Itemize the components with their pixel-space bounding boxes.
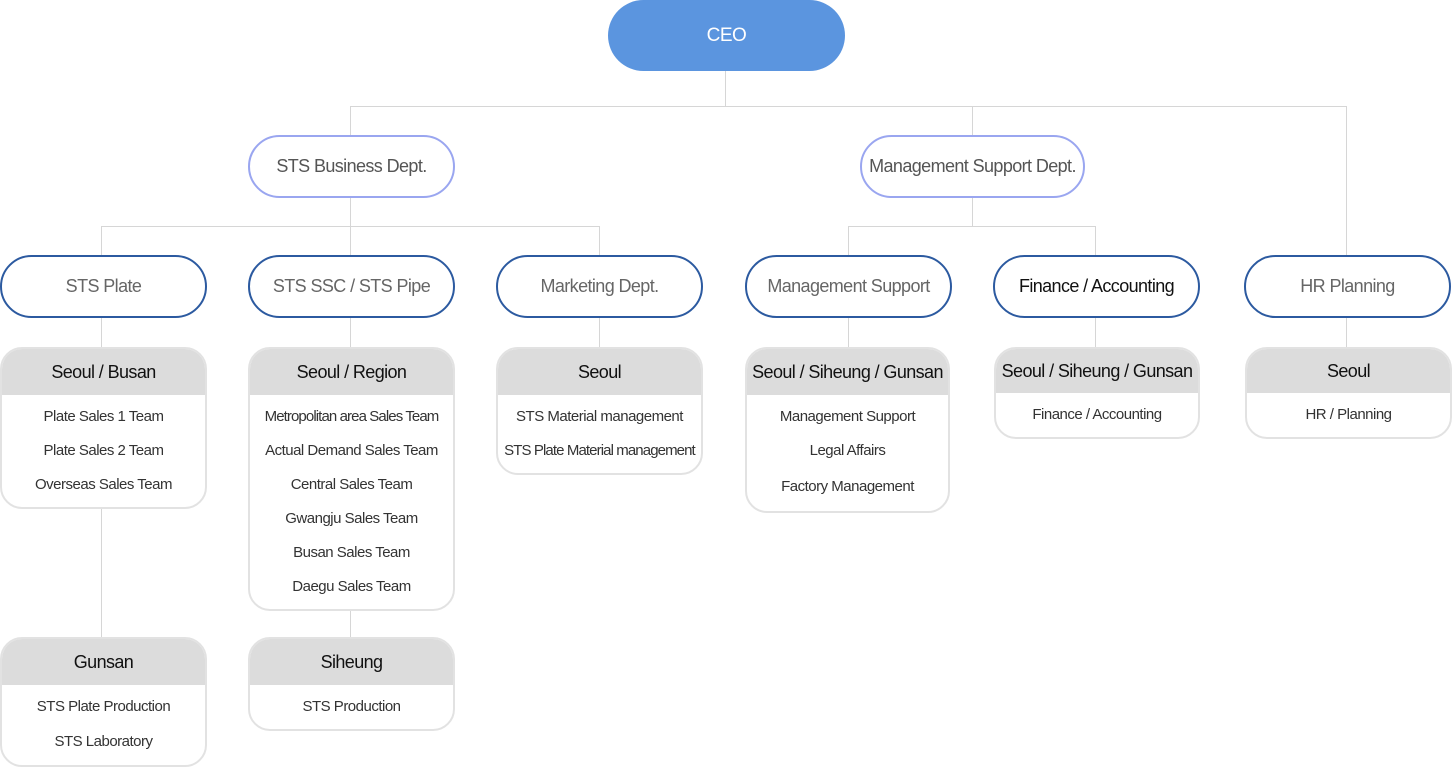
connector-line bbox=[599, 226, 600, 256]
connector-line bbox=[1095, 226, 1096, 256]
dept-sts-business: STS Business Dept. bbox=[248, 135, 455, 198]
connector-line bbox=[972, 198, 973, 226]
site-card-title: Seoul bbox=[1247, 349, 1450, 393]
team-item: Plate Sales 1 Team bbox=[43, 407, 164, 425]
team-item: Management Support bbox=[779, 407, 916, 425]
team-item: Busan Sales Team bbox=[293, 543, 410, 561]
connector-line bbox=[350, 198, 351, 226]
connector-line bbox=[101, 318, 102, 348]
unit-marketing: Marketing Dept. bbox=[496, 255, 703, 318]
unit-hr-planning: HR Planning bbox=[1244, 255, 1451, 318]
team-item: HR / Planning bbox=[1305, 405, 1392, 423]
unit-label: Finance / Accounting bbox=[1018, 276, 1175, 296]
site-card-seoul-region: Seoul / Region Metropolitan area Sales T… bbox=[248, 347, 455, 611]
team-item: Legal Affairs bbox=[809, 441, 886, 459]
site-card-title: Gunsan bbox=[2, 639, 205, 685]
dept-label: Management Support Dept. bbox=[869, 156, 1076, 176]
connector-line bbox=[350, 318, 351, 348]
unit-management-support: Management Support bbox=[745, 255, 952, 318]
site-card-seoul-siheung-gunsan-finance: Seoul / Siheung / Gunsan Finance / Accou… bbox=[994, 347, 1200, 439]
team-item: STS Material management bbox=[516, 407, 683, 425]
team-item: Metropolitan area Sales Team bbox=[264, 407, 440, 425]
team-item: Overseas Sales Team bbox=[35, 475, 172, 493]
team-item: Factory Management bbox=[781, 477, 914, 495]
connector-line bbox=[725, 71, 726, 106]
ceo-label: CEO bbox=[706, 24, 747, 46]
team-item: Central Sales Team bbox=[290, 475, 413, 493]
connector-line bbox=[101, 504, 102, 638]
site-card-gunsan: Gunsan STS Plate Production STS Laborato… bbox=[0, 637, 207, 767]
team-item: Gwangju Sales Team bbox=[285, 509, 418, 527]
site-card-title: Seoul / Siheung / Gunsan bbox=[996, 349, 1198, 393]
unit-label: Marketing Dept. bbox=[540, 276, 659, 296]
site-card-title: Seoul / Busan bbox=[2, 349, 205, 395]
team-item: STS Laboratory bbox=[54, 732, 153, 750]
unit-sts-ssc-pipe: STS SSC / STS Pipe bbox=[248, 255, 455, 318]
connector-line bbox=[848, 318, 849, 348]
site-card-seoul-busan: Seoul / Busan Plate Sales 1 Team Plate S… bbox=[0, 347, 207, 509]
team-item: Finance / Accounting bbox=[1032, 405, 1162, 423]
unit-label: HR Planning bbox=[1300, 276, 1395, 296]
team-item: Actual Demand Sales Team bbox=[265, 441, 438, 459]
unit-label: Management Support bbox=[767, 276, 930, 296]
dept-management-support: Management Support Dept. bbox=[860, 135, 1085, 198]
team-item: Daegu Sales Team bbox=[292, 577, 411, 595]
team-item: Plate Sales 2 Team bbox=[43, 441, 164, 459]
site-card-siheung: Siheung STS Production bbox=[248, 637, 455, 731]
site-card-title: Siheung bbox=[250, 639, 453, 685]
site-card-title: Seoul / Region bbox=[250, 349, 453, 395]
team-item: STS Plate Material management bbox=[504, 441, 696, 459]
unit-finance-accounting: Finance / Accounting bbox=[993, 255, 1200, 318]
connector-line bbox=[1346, 318, 1347, 348]
unit-label: STS SSC / STS Pipe bbox=[272, 276, 431, 296]
team-item: STS Plate Production bbox=[36, 697, 171, 715]
connector-line bbox=[350, 226, 351, 256]
site-card-title: Seoul / Siheung / Gunsan bbox=[747, 349, 948, 395]
connector-line bbox=[848, 226, 1096, 227]
connector-line bbox=[1095, 318, 1096, 348]
connector-line bbox=[848, 226, 849, 256]
site-card-title: Seoul bbox=[498, 349, 701, 395]
connector-line bbox=[350, 106, 1347, 107]
ceo-node: CEO bbox=[608, 0, 845, 71]
connector-line bbox=[1346, 106, 1347, 256]
dept-label: STS Business Dept. bbox=[276, 156, 427, 176]
site-card-seoul-siheung-gunsan-mgmt: Seoul / Siheung / Gunsan Management Supp… bbox=[745, 347, 950, 513]
connector-line bbox=[972, 106, 973, 136]
connector-line bbox=[350, 106, 351, 136]
site-card-seoul-marketing: Seoul STS Material management STS Plate … bbox=[496, 347, 703, 475]
site-card-seoul-hr: Seoul HR / Planning bbox=[1245, 347, 1452, 439]
connector-line bbox=[599, 318, 600, 348]
unit-label: STS Plate bbox=[65, 276, 142, 296]
unit-sts-plate: STS Plate bbox=[0, 255, 207, 318]
connector-line bbox=[350, 606, 351, 638]
connector-line bbox=[101, 226, 102, 256]
team-item: STS Production bbox=[302, 697, 401, 715]
